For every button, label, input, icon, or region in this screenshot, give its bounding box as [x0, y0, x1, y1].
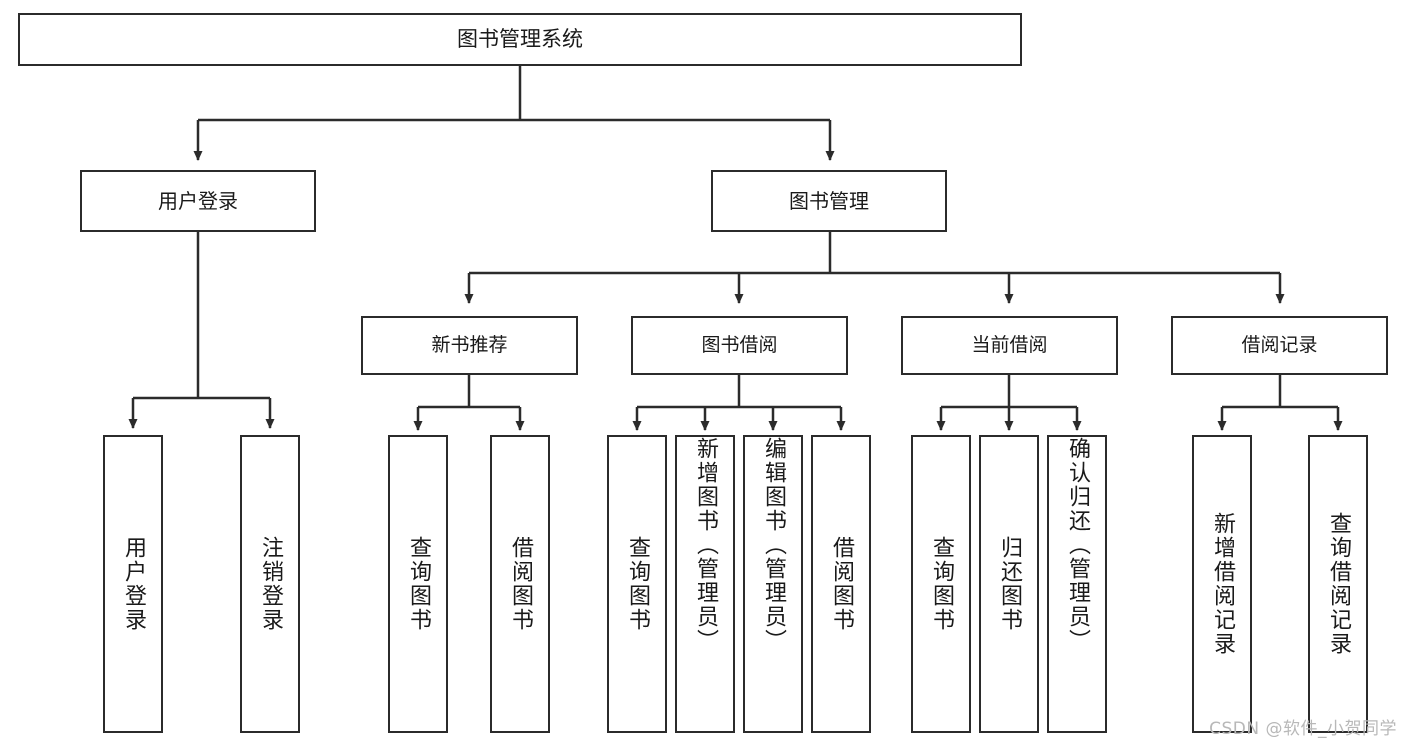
node-label: 新书推荐 [431, 333, 508, 356]
node-user-login[interactable]: 用户登录 [80, 170, 316, 232]
node-label: 图书管理 [789, 188, 869, 213]
node-new-book-recommend[interactable]: 新书推荐 [361, 316, 578, 375]
leaf-label: 查询图书 [625, 536, 650, 632]
leaf-label: 查询图书 [406, 536, 431, 632]
leaf-label: 用户登录 [121, 536, 146, 632]
node-borrow-records[interactable]: 借阅记录 [1171, 316, 1388, 375]
leaf-logout[interactable]: 注销登录 [240, 435, 300, 733]
node-label: 当前借阅 [971, 333, 1048, 356]
node-label: 用户登录 [158, 188, 238, 213]
leaf-user-login[interactable]: 用户登录 [103, 435, 163, 733]
leaf-label: 新增借阅记录 [1210, 512, 1235, 656]
leaf-label: 确认归还（管理员） [1065, 437, 1090, 653]
leaf-label: 注销登录 [258, 536, 283, 632]
leaf-label: 新增图书（管理员） [693, 437, 718, 653]
leaf-label: 归还图书 [997, 536, 1022, 632]
leaf-query-book-current[interactable]: 查询图书 [911, 435, 971, 733]
node-book-management[interactable]: 图书管理 [711, 170, 947, 232]
leaf-edit-book-admin[interactable]: 编辑图书（管理员） [743, 435, 803, 733]
node-root-system[interactable]: 图书管理系统 [18, 13, 1022, 66]
leaf-add-borrow-record[interactable]: 新增借阅记录 [1192, 435, 1252, 733]
leaf-label: 借阅图书 [508, 536, 533, 632]
leaf-return-book[interactable]: 归还图书 [979, 435, 1039, 733]
leaf-label: 借阅图书 [829, 536, 854, 632]
leaf-label: 查询图书 [929, 536, 954, 632]
node-label: 借阅记录 [1241, 333, 1318, 356]
node-book-borrow[interactable]: 图书借阅 [631, 316, 848, 375]
leaf-query-book-recommend[interactable]: 查询图书 [388, 435, 448, 733]
leaf-confirm-return-admin[interactable]: 确认归还（管理员） [1047, 435, 1107, 733]
leaf-query-borrow-record[interactable]: 查询借阅记录 [1308, 435, 1368, 733]
node-label: 图书管理系统 [457, 27, 583, 52]
leaf-label: 查询借阅记录 [1326, 512, 1351, 656]
leaf-borrow-book[interactable]: 借阅图书 [811, 435, 871, 733]
watermark-credit: CSDN @软件_小贺同学 [1209, 719, 1397, 739]
leaf-query-book[interactable]: 查询图书 [607, 435, 667, 733]
node-label: 图书借阅 [701, 333, 778, 356]
leaf-label: 编辑图书（管理员） [761, 437, 786, 653]
node-current-borrow[interactable]: 当前借阅 [901, 316, 1118, 375]
leaf-add-book-admin[interactable]: 新增图书（管理员） [675, 435, 735, 733]
leaf-borrow-book-recommend[interactable]: 借阅图书 [490, 435, 550, 733]
